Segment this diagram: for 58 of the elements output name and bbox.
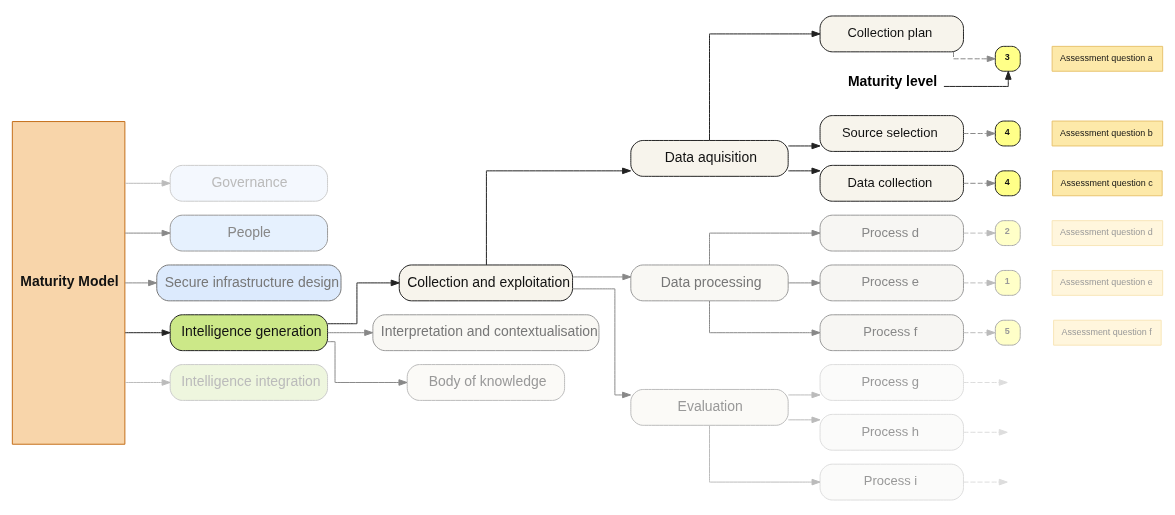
- arrow: [963, 229, 996, 236]
- node-box: Secure infrastructure design: [156, 263, 342, 301]
- arrow: [124, 279, 158, 286]
- node-box: Maturity Model: [11, 120, 126, 445]
- node-box: Interpretation and contextualisation: [372, 313, 600, 351]
- arrow: [709, 30, 821, 141]
- node-box: Assessment question d: [1051, 219, 1164, 246]
- node-box: Process g: [819, 363, 964, 401]
- node-box: Collection plan: [819, 15, 964, 52]
- arrow: [327, 279, 400, 324]
- arrow: [787, 142, 821, 149]
- node-box: Intelligence generation: [169, 313, 329, 351]
- arrow: [124, 328, 171, 336]
- arrow: [963, 129, 996, 137]
- arrow: [709, 424, 821, 485]
- arrow: [963, 179, 996, 187]
- node-box: Process e: [819, 263, 964, 301]
- node-box: People: [169, 214, 329, 252]
- arrow: [787, 416, 821, 423]
- arrow: [124, 179, 171, 187]
- arrow: [327, 328, 374, 336]
- node-box: Process f: [819, 313, 964, 351]
- arrow: [963, 279, 996, 286]
- arrow: [963, 378, 1008, 386]
- arrow: [124, 378, 171, 386]
- arrow: [963, 428, 1008, 436]
- node-box: Process i: [819, 463, 964, 500]
- node-box: Data aquisition: [630, 139, 789, 177]
- node-box: Assessment question e: [1051, 269, 1164, 296]
- arrow: [943, 70, 1012, 87]
- node-box: Intelligence integration: [169, 363, 329, 401]
- node-box: Body of knowledge: [406, 363, 566, 401]
- arrow: [953, 51, 996, 62]
- arrow: [709, 299, 821, 336]
- arrow: [572, 273, 632, 280]
- node-box: Assessment question c: [1052, 169, 1163, 196]
- node-box: Assessment question f: [1053, 319, 1162, 346]
- arrow: [709, 229, 821, 265]
- node-box: Collection and exploitation: [398, 263, 574, 301]
- arrow: [787, 167, 821, 174]
- arrow: [572, 287, 631, 398]
- node-box: Assessment question a: [1051, 45, 1164, 72]
- arrow: [787, 391, 821, 398]
- arrow: [327, 340, 408, 386]
- arrow: [963, 328, 996, 336]
- node-box: Source selection: [819, 114, 964, 152]
- node-box: Data collection: [819, 164, 964, 202]
- node-box: Data processing: [630, 263, 789, 301]
- arrow: [787, 279, 821, 286]
- node-box: Assessment question b: [1051, 120, 1164, 146]
- arrow: [485, 167, 632, 265]
- arrow: [963, 478, 1008, 485]
- arrow: [124, 229, 171, 236]
- node-box: Governance: [169, 164, 329, 202]
- node-box: Process h: [819, 413, 964, 451]
- node-box: Process d: [819, 214, 964, 252]
- node-box: Evaluation: [630, 388, 789, 426]
- node-text: Maturity level: [847, 72, 938, 89]
